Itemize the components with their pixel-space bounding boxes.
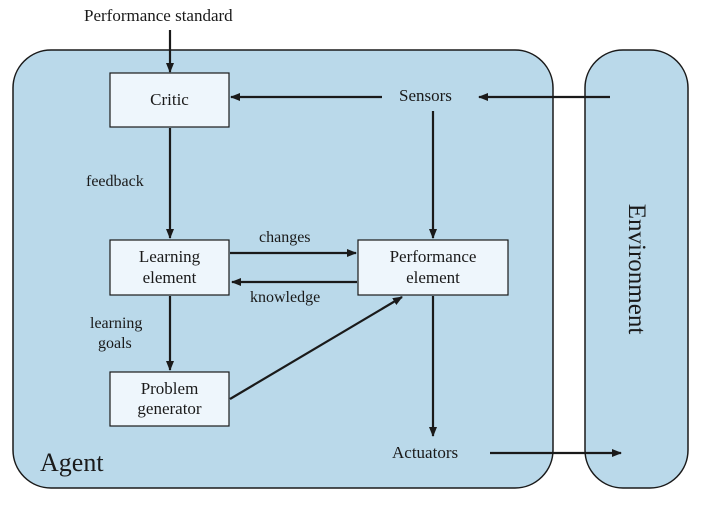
environment-label: Environment [623, 203, 650, 335]
learning-goals-label-line1: learning [90, 315, 143, 332]
critic-label: Critic [110, 73, 229, 127]
learning-element-box [109, 239, 230, 296]
environment-region [584, 49, 689, 489]
problem-generator-line1: Problem [140, 378, 199, 398]
problem-generator-label: Problem generator [110, 372, 229, 426]
performance-element-box [357, 239, 509, 296]
learning-element-line1: Learning [138, 247, 201, 267]
learning-goals-label-line2: goals [98, 335, 132, 352]
performance-element-label: Performance element [358, 240, 508, 295]
sensors-label: Sensors [399, 86, 452, 105]
problem-generator-box [109, 371, 230, 427]
actuators-label: Actuators [392, 443, 459, 462]
performance-element-line1: Performance [389, 247, 477, 267]
performance-element-line2: element [406, 267, 460, 287]
changes-label: changes [259, 229, 311, 246]
critic-box [109, 72, 230, 128]
learning-element-line2: element [142, 267, 197, 287]
critic-label-text: Critic [150, 89, 189, 109]
learning-element-label: Learning element [110, 240, 229, 295]
agent-label: Agent [40, 448, 104, 477]
problem-generator-line2: generator [137, 399, 202, 418]
knowledge-label: knowledge [250, 289, 321, 306]
performance-standard-label: Performance standard [84, 6, 233, 25]
feedback-label: feedback [86, 173, 144, 190]
problem-to-performance-arrow [229, 296, 403, 400]
